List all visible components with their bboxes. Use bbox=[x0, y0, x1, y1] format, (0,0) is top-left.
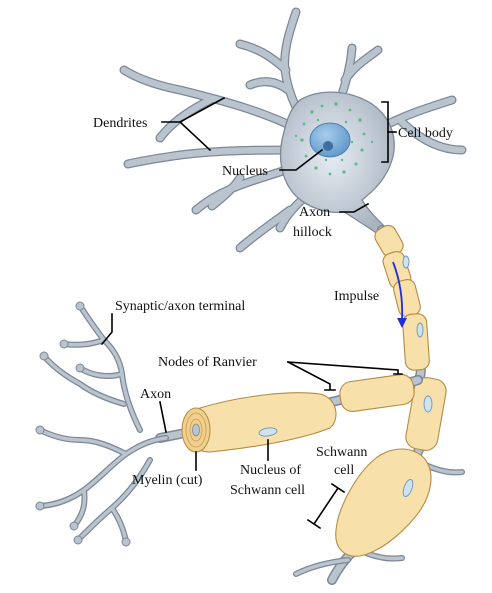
label-myelin-cut: Myelin (cut) bbox=[132, 473, 203, 488]
nucleus-shape bbox=[309, 122, 351, 158]
label-axon-hillock-2: hillock bbox=[293, 225, 332, 240]
label-dendrites: Dendrites bbox=[93, 116, 147, 131]
myelin-horizontal bbox=[181, 373, 415, 453]
label-nucleus-schwann-2: Schwann cell bbox=[230, 483, 305, 498]
label-cell-body: Cell body bbox=[398, 126, 453, 141]
label-synaptic-terminal: Synaptic/axon terminal bbox=[115, 299, 245, 314]
label-impulse: Impulse bbox=[334, 289, 379, 304]
label-nodes-of-ranvier: Nodes of Ranvier bbox=[158, 355, 257, 370]
nucleolus bbox=[323, 141, 333, 151]
label-axon: Axon bbox=[140, 387, 171, 402]
impulse-arrow bbox=[392, 261, 407, 328]
labels: Dendrites Cell body Nucleus Axon hillock… bbox=[93, 116, 453, 498]
label-axon-hillock-1: Axon bbox=[299, 205, 330, 220]
pointer-lines bbox=[100, 96, 403, 530]
label-schwann-cell-2: cell bbox=[334, 463, 354, 478]
label-nucleus-schwann-1: Nucleus of bbox=[240, 463, 301, 478]
label-nucleus: Nucleus bbox=[222, 164, 268, 179]
soma bbox=[279, 91, 395, 235]
cell-body-group bbox=[119, 7, 467, 253]
schwann-cells-right bbox=[335, 377, 447, 557]
axon-terminals bbox=[35, 301, 169, 547]
myelin-segments-upper bbox=[374, 224, 430, 371]
label-schwann-cell-1: Schwann bbox=[316, 445, 367, 460]
